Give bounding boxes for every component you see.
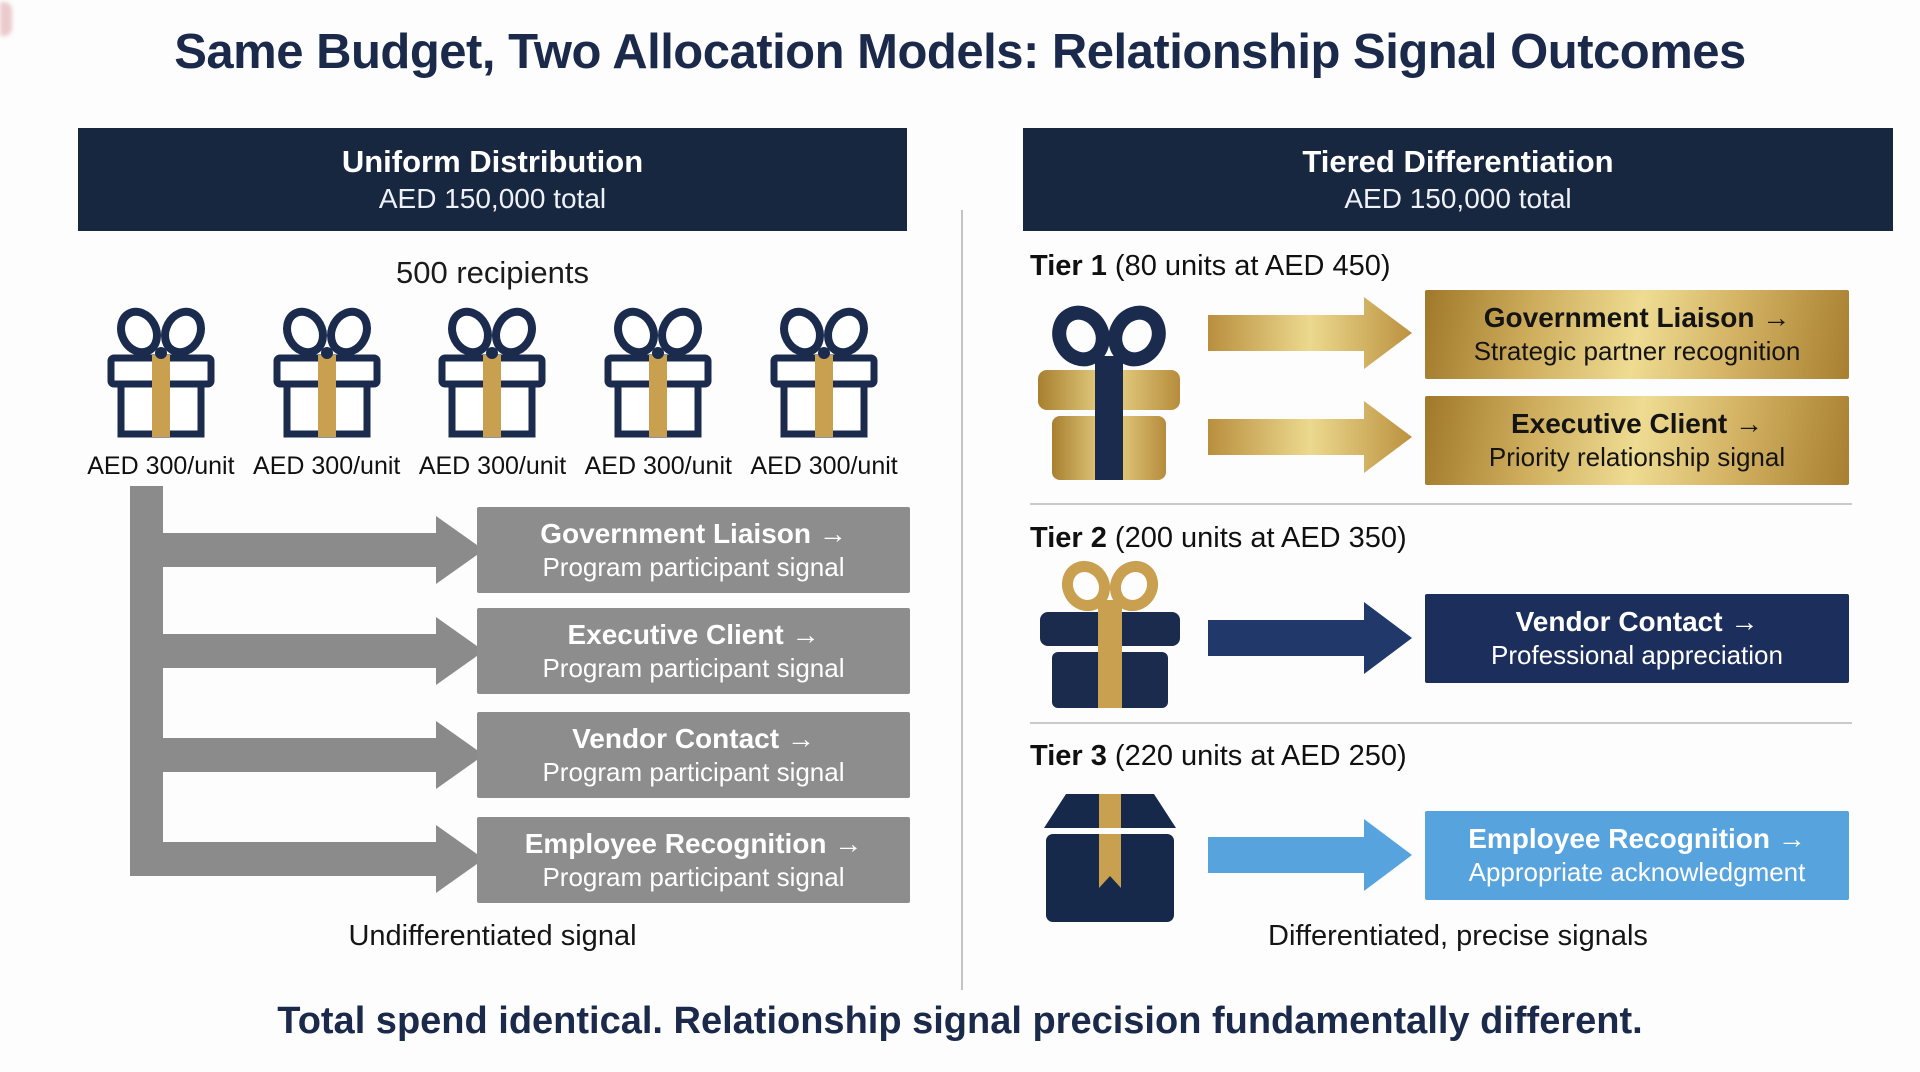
gray-arrow-icon <box>146 617 484 685</box>
outcome-box-government-liaison: Government Liaison → Program participant… <box>477 507 910 593</box>
outcome-recipient: Employee Recognition → <box>1468 823 1806 855</box>
gold-arrow-icon <box>1208 297 1412 369</box>
package-box-icon <box>1036 794 1184 922</box>
gold-arrow-icon <box>1208 401 1412 473</box>
tier1-detail: (80 units at AED 450) <box>1114 250 1391 282</box>
left-panel-title: Uniform Distribution <box>341 143 644 179</box>
tier-divider <box>1030 722 1852 724</box>
gray-arrow-icon <box>146 516 484 584</box>
unit-price-label: AED 300/unit <box>750 452 898 480</box>
tier3-detail: (220 units at AED 250) <box>1114 740 1407 772</box>
outcome-signal: Strategic partner recognition <box>1473 336 1801 367</box>
unit-price-row: AED 300/unit AED 300/unit AED 300/unit A… <box>78 452 907 481</box>
gift-outline-icon <box>78 300 244 442</box>
tier2-name: Tier 2 <box>1030 522 1107 554</box>
gold-gift-icon <box>1038 305 1180 480</box>
right-panel-header: Tiered Differentiation AED 150,000 total <box>1023 128 1893 231</box>
outcome-recipient: Vendor Contact → <box>572 722 815 754</box>
outcome-box-vendor-contact: Vendor Contact → Program participant sig… <box>477 712 910 798</box>
outcome-signal: Professional appreciation <box>1491 640 1783 671</box>
page-title: Same Budget, Two Allocation Models: Rela… <box>174 25 1746 79</box>
tier2-label: Tier 2 (200 units at AED 350) <box>1030 522 1407 555</box>
outcome-recipient: Executive Client → <box>1510 408 1764 440</box>
footer-conclusion: Total spend identical. Relationship sign… <box>277 1000 1643 1042</box>
tier1-box-government-liaison: Government Liaison → Strategic partner r… <box>1425 290 1849 379</box>
gray-arrow-icon <box>146 825 484 893</box>
navy-arrow-icon <box>1208 602 1412 674</box>
gift-outline-icon <box>741 300 907 442</box>
unit-price-label: AED 300/unit <box>418 452 567 480</box>
right-panel-title: Tiered Differentiation <box>1302 143 1614 179</box>
unit-price-label: AED 300/unit <box>253 452 401 480</box>
outcome-recipient: Vendor Contact → <box>1515 606 1759 638</box>
recipients-count-label: 500 recipients <box>395 255 589 290</box>
outcome-signal: Program participant signal <box>542 551 845 582</box>
outcome-signal: Appropriate acknowledgment <box>1468 857 1806 888</box>
tier1-box-executive-client: Executive Client → Priority relationship… <box>1425 396 1849 485</box>
outcome-recipient: Executive Client → <box>567 618 820 650</box>
left-panel-caption: Undifferentiated signal <box>348 920 637 952</box>
unit-price-label: AED 300/unit <box>87 452 235 480</box>
outcome-signal: Program participant signal <box>542 861 845 892</box>
unit-price-label: AED 300/unit <box>584 452 732 480</box>
outcome-signal: Priority relationship signal <box>1488 442 1786 473</box>
gift-outline-icon <box>410 300 576 442</box>
tier1-label: Tier 1 (80 units at AED 450) <box>1030 250 1391 283</box>
tier3-name: Tier 3 <box>1030 740 1107 772</box>
gift-outline-icon <box>244 300 410 442</box>
right-panel-caption: Differentiated, precise signals <box>1268 920 1648 952</box>
panel-divider <box>961 210 963 990</box>
outcome-signal: Program participant signal <box>542 756 845 787</box>
right-panel-subtitle: AED 150,000 total <box>1344 183 1572 215</box>
tier-divider <box>1030 503 1852 505</box>
outcome-recipient: Government Liaison → <box>540 517 847 549</box>
tier2-box-vendor-contact: Vendor Contact → Professional appreciati… <box>1425 594 1849 683</box>
outcome-recipient: Government Liaison → <box>1483 302 1791 334</box>
outcome-box-executive-client: Executive Client → Program participant s… <box>477 608 910 694</box>
tier1-name: Tier 1 <box>1030 250 1107 282</box>
left-panel-subtitle: AED 150,000 total <box>378 183 607 215</box>
gray-arrow-icon <box>146 721 484 789</box>
outcome-box-employee-recognition: Employee Recognition → Program participa… <box>477 817 910 903</box>
uniform-gift-row <box>78 300 907 442</box>
navy-gift-icon <box>1040 560 1180 708</box>
gift-outline-icon <box>575 300 741 442</box>
outcome-signal: Program participant signal <box>542 652 845 683</box>
blue-arrow-icon <box>1208 819 1412 891</box>
tier3-box-employee-recognition: Employee Recognition → Appropriate ackno… <box>1425 811 1849 900</box>
outcome-recipient: Employee Recognition → <box>524 827 863 859</box>
left-panel-header: Uniform Distribution AED 150,000 total <box>78 128 907 231</box>
tier2-detail: (200 units at AED 350) <box>1114 522 1407 554</box>
tier3-label: Tier 3 (220 units at AED 250) <box>1030 740 1407 773</box>
corner-artifact <box>0 2 12 36</box>
